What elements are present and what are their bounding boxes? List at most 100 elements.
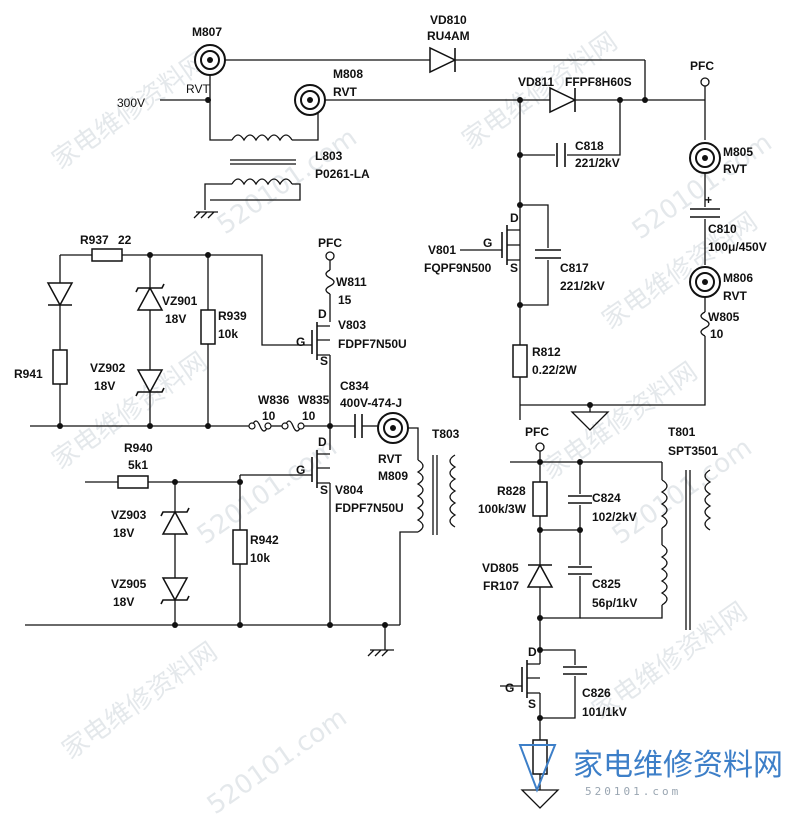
site-logo: 家电维修资料网 520101.com <box>518 744 783 798</box>
w805-label: W805 <box>708 310 740 324</box>
watermark-layer: 家电维修资料网 520101.com 家电维修资料网 520101.com 家电… <box>47 27 778 817</box>
v801-mosfet <box>460 225 520 265</box>
watermark-cn-1: 家电维修资料网 <box>47 47 213 176</box>
v801-d-label: D <box>510 211 519 225</box>
c826-value: 101/1kV <box>582 705 627 719</box>
m808-rvt-label: RVT <box>333 85 357 99</box>
t801-mosfet-d-label: D <box>528 645 537 659</box>
v803-d-label: D <box>318 307 327 321</box>
r828-value: 100k/3W <box>478 502 527 516</box>
m807-rvt-label: RVT <box>186 82 210 96</box>
pfc-r828-label: PFC <box>525 425 549 439</box>
w836-value: 10 <box>262 409 276 423</box>
v801-label: V801 <box>428 243 456 257</box>
watermark-url-3: 520101.com <box>202 703 353 817</box>
watermark-cn-4: 家电维修资料网 <box>457 27 623 156</box>
vd810-part: RU4AM <box>427 29 470 43</box>
m807-terminal <box>194 44 226 76</box>
r937-label: R937 <box>80 233 109 247</box>
v804-part: FDPF7N50U <box>335 501 404 515</box>
c818-label: C818 <box>575 139 604 153</box>
r942-value: 10k <box>250 551 270 565</box>
v804-mosfet <box>240 450 330 488</box>
vz903-label: VZ903 <box>111 508 147 522</box>
vz903-value: 18V <box>113 526 134 540</box>
input-section: M807 RVT 300V VD810 RU4AM L803 P0261-LA <box>117 13 714 420</box>
vd811-label: VD811 <box>518 75 554 89</box>
c834-value: 400V-474-J <box>340 396 402 410</box>
v803-label: V803 <box>338 318 366 332</box>
vd810-diode <box>429 46 457 74</box>
r812-value: 0.22/2W <box>532 363 577 377</box>
c825-value: 56p/1kV <box>592 596 637 610</box>
pfc-w811-label: PFC <box>318 236 342 250</box>
v803-part: FDPF7N50U <box>338 337 407 351</box>
c810-label: C810 <box>708 222 737 236</box>
v804-d-label: D <box>318 435 327 449</box>
vz901-value: 18V <box>165 312 186 326</box>
bulk-capacitor-section: M805 RVT + C810 100μ/450V M806 RVT W805 … <box>520 100 767 406</box>
m809-label: M809 <box>378 469 408 483</box>
r939-value: 10k <box>218 327 238 341</box>
t801-part: SPT3501 <box>668 444 718 458</box>
m805-label: M805 <box>723 145 753 159</box>
m805-terminal <box>689 142 721 174</box>
vd805-part: FR107 <box>483 579 519 593</box>
pfc-top-label: PFC <box>690 59 714 73</box>
voltage-300v-label: 300V <box>117 96 145 110</box>
m808-label: M808 <box>333 67 363 81</box>
w836-label: W836 <box>258 393 290 407</box>
c818-value: 221/2kV <box>575 156 620 170</box>
c817-value: 221/2kV <box>560 279 605 293</box>
c834-label: C834 <box>340 379 369 393</box>
w835-label: W835 <box>298 393 330 407</box>
r939-label: R939 <box>218 309 247 323</box>
m807-label: M807 <box>192 25 222 39</box>
site-logo-url: 520101.com <box>585 785 681 798</box>
r942-label: R942 <box>250 533 279 547</box>
r940-label: R940 <box>124 441 153 455</box>
watermark-cn-2: 家电维修资料网 <box>47 347 213 476</box>
m808-terminal <box>294 84 326 116</box>
vz905-value: 18V <box>113 595 134 609</box>
t803-label: T803 <box>432 427 460 441</box>
c817-label: C817 <box>560 261 589 275</box>
m806-rvt-label: RVT <box>723 289 747 303</box>
l803-part: P0261-LA <box>315 167 370 181</box>
t801-label: T801 <box>668 425 696 439</box>
v804-g-label: G <box>296 463 305 477</box>
c810-value: 100μ/450V <box>708 240 767 254</box>
c826-label: C826 <box>582 686 611 700</box>
r812-label: R812 <box>532 345 561 359</box>
m806-label: M806 <box>723 271 753 285</box>
t801-mosfet-s-label: S <box>528 697 536 711</box>
m809-rvt-label: RVT <box>378 452 402 466</box>
r941-label: R941 <box>14 367 43 381</box>
r937-value: 22 <box>118 233 132 247</box>
site-logo-cn: 家电维修资料网 <box>573 748 783 783</box>
m805-rvt-label: RVT <box>723 162 747 176</box>
c824-label: C824 <box>592 491 621 505</box>
c810-plus: + <box>705 193 712 207</box>
pfc-switch-section: C817 221/2kV D G S V801 FQPF9N500 R812 0… <box>424 202 610 431</box>
v804-s-label: S <box>320 483 328 497</box>
r940-value: 5k1 <box>128 458 148 472</box>
vz902-label: VZ902 <box>90 361 126 375</box>
vz905-label: VZ905 <box>111 577 147 591</box>
v801-s-label: S <box>510 261 518 275</box>
vz902-value: 18V <box>94 379 115 393</box>
m809-terminal <box>377 412 409 444</box>
c825-label: C825 <box>592 577 621 591</box>
v803-g-label: G <box>296 335 305 349</box>
flyback-section: PFC T801 SPT3501 R828 100k/3W C824 102/2… <box>478 425 718 809</box>
w835-value: 10 <box>302 409 316 423</box>
t801-mosfet-g-label: G <box>505 681 514 695</box>
t801-mosfet <box>500 650 541 698</box>
vd811-part: FFPF8H60S <box>565 75 632 89</box>
l803-label: L803 <box>315 149 343 163</box>
v804-label: V804 <box>335 483 363 497</box>
v801-part: FQPF9N500 <box>424 261 492 275</box>
c824-value: 102/2kV <box>592 510 637 524</box>
w805-value: 10 <box>710 327 724 341</box>
